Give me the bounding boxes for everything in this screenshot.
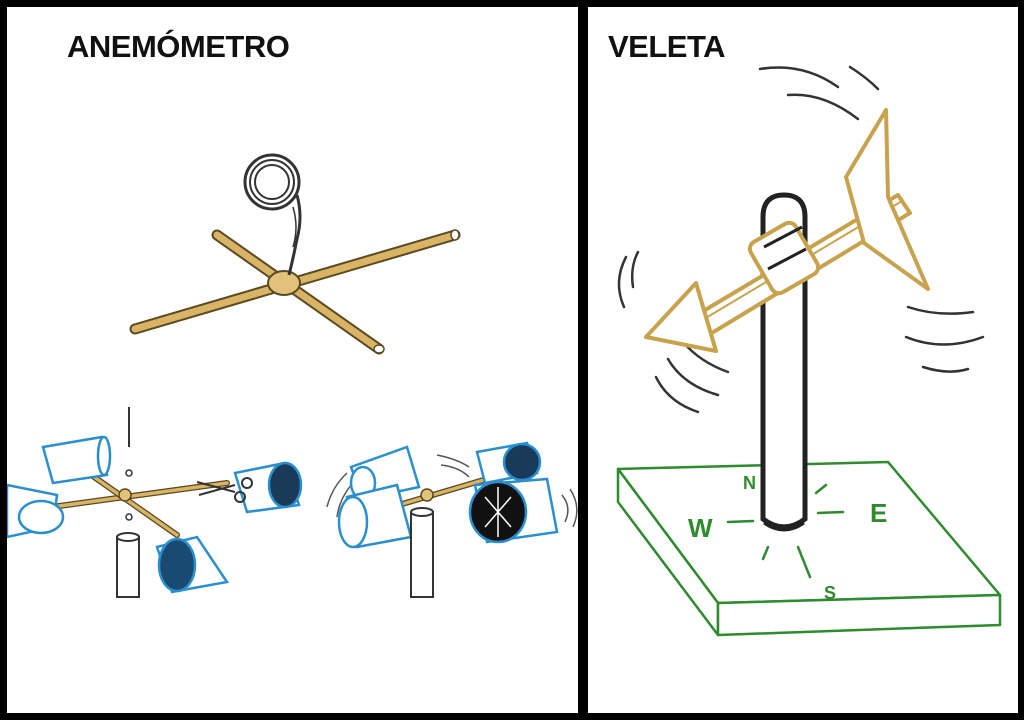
wire-coil: [243, 153, 302, 276]
paper-cup: [475, 441, 542, 485]
paper-cup: [468, 477, 559, 544]
anemometer-assembly-left: [7, 407, 303, 598]
compass-south-label: S: [824, 583, 836, 603]
stick-cross-small: [49, 469, 230, 538]
compass-east-label: E: [870, 498, 887, 528]
compass-north-label: N: [743, 473, 756, 493]
paper-cup: [7, 483, 65, 539]
paper-cup: [41, 435, 112, 485]
pencil-stand: [116, 532, 140, 598]
wooden-base: [616, 460, 1002, 637]
pencil-stand: [410, 507, 434, 598]
scissors-icon: [196, 477, 253, 503]
stick-cross-small: [389, 476, 490, 510]
paper-cup: [337, 483, 413, 549]
motion-lines: [617, 65, 985, 414]
anemometer-assembly-right: [326, 441, 578, 598]
paper-cup: [155, 535, 230, 594]
anemometer-panel: ANEMÓMETRO: [7, 7, 578, 713]
motion-lines: [326, 454, 578, 528]
anemometer-illustration: [7, 153, 578, 598]
compass-west-label: W: [688, 513, 713, 543]
wind-vane-title: VELETA: [608, 29, 726, 64]
paper-cup: [233, 461, 303, 514]
stick-cross: [129, 229, 461, 355]
vane-arrow: [644, 108, 930, 353]
anemometer-title: ANEMÓMETRO: [67, 29, 290, 64]
wind-vane-illustration: W E N S: [616, 65, 1002, 637]
wind-vane-panel: VELETA: [588, 7, 1018, 713]
